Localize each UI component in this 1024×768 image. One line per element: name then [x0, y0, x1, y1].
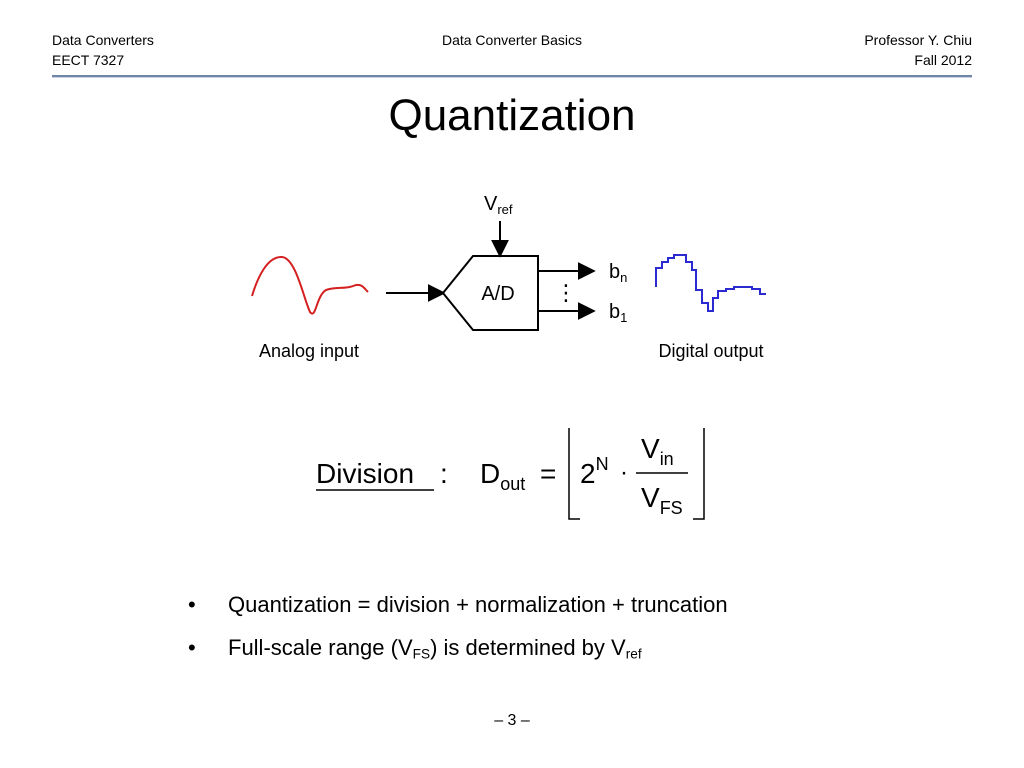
floor-bracket-right	[693, 428, 705, 520]
bullet-text: Quantization = division + normalization …	[228, 592, 728, 617]
equation-colon: :	[440, 458, 448, 489]
bullet-item: • Full-scale range (VFS) is determined b…	[188, 631, 728, 665]
bullet-symbol: •	[188, 635, 196, 660]
course-name: Data Converters	[52, 32, 154, 48]
equation-lhs: Dout	[480, 458, 525, 494]
b1-label: b1	[609, 301, 627, 325]
adc-label: A/D	[481, 283, 514, 305]
professor-name: Professor Y. Chiu	[864, 32, 972, 48]
slide-title: Quantization	[388, 91, 636, 140]
fraction-denominator: VFS	[641, 482, 683, 518]
course-code: EECT 7327	[52, 52, 125, 68]
fraction-numerator: Vin	[641, 433, 674, 469]
equation-dot: ·	[620, 459, 628, 486]
header-rule	[52, 75, 972, 78]
equation-equals: =	[540, 458, 556, 489]
header-left: Data Converters EECT 7327	[52, 30, 154, 70]
bn-label: bn	[609, 261, 627, 285]
equation-base: 2N	[580, 454, 609, 489]
page-number: – 3 –	[494, 712, 530, 729]
header-topic: Data Converter Basics	[441, 32, 583, 48]
equation-label: Division	[316, 458, 414, 489]
bullet-text: Full-scale range (VFS) is determined by …	[228, 635, 642, 662]
analog-waveform	[251, 255, 369, 315]
adc-block	[441, 255, 539, 331]
division-equation: Division : Dout = 2N · Vin VFS	[316, 428, 705, 520]
floor-bracket-left	[568, 428, 580, 520]
bullet-item: • Quantization = division + normalizatio…	[188, 588, 728, 622]
vref-label: Vref	[484, 193, 513, 217]
bullet-symbol: •	[188, 592, 196, 617]
analog-input-label: Analog input	[259, 341, 359, 361]
bullet-list: • Quantization = division + normalizatio…	[188, 588, 728, 674]
header-right: Professor Y. Chiu Fall 2012	[864, 30, 972, 70]
digital-output-label: Digital output	[658, 341, 763, 361]
output-dots: ⋮	[555, 281, 577, 306]
digital-waveform	[655, 254, 766, 312]
term: Fall 2012	[914, 52, 972, 68]
